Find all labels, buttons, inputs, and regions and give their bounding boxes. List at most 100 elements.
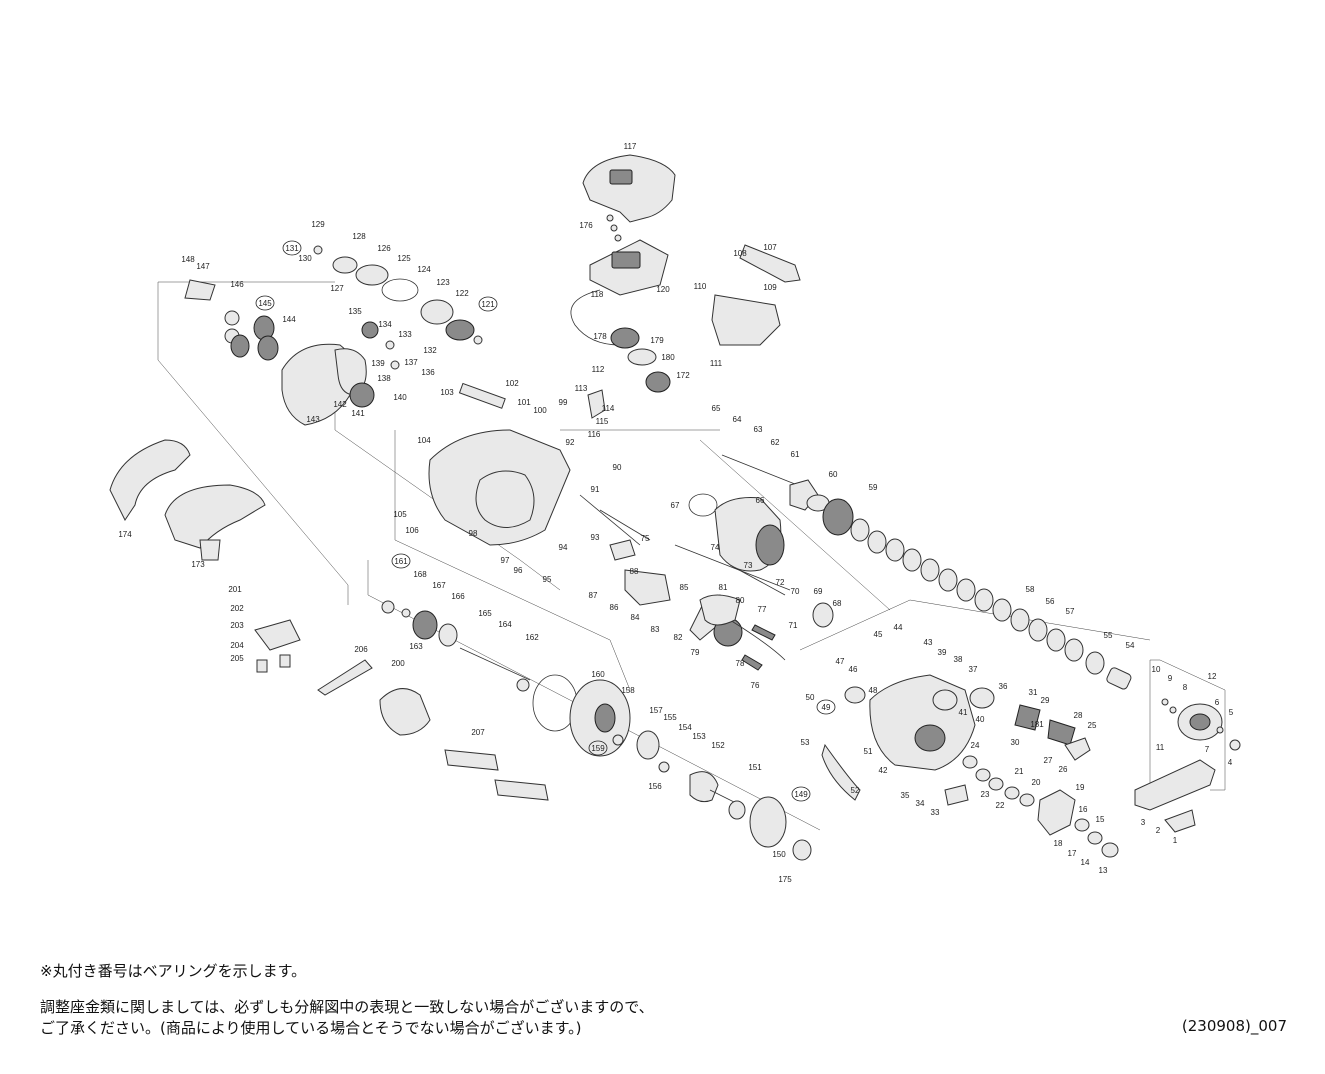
bearing-circle-49	[816, 699, 836, 715]
part-label-85: 85	[680, 583, 689, 592]
part-label-87: 87	[589, 591, 598, 600]
part-label-47: 47	[836, 657, 845, 666]
part-label-176: 176	[579, 221, 593, 230]
washer-stack	[850, 518, 1132, 690]
part-label-21: 21	[1015, 767, 1024, 776]
part-label-151: 151	[748, 763, 762, 772]
part-label-67: 67	[671, 501, 680, 510]
part-label-74: 74	[711, 543, 720, 552]
left-side-plate-assembly	[184, 245, 483, 426]
bearing-circle-161	[391, 553, 411, 569]
handle-assembly	[1134, 698, 1241, 833]
part-label-78: 78	[736, 659, 745, 668]
part-label-98: 98	[469, 529, 478, 538]
part-label-61: 61	[791, 450, 800, 459]
part-label-17: 17	[1068, 849, 1077, 858]
part-label-91: 91	[591, 485, 600, 494]
part-label-138: 138	[377, 374, 391, 383]
part-label-49: 49	[822, 703, 831, 712]
part-label-1: 1	[1173, 836, 1178, 845]
part-label-100: 100	[533, 406, 547, 415]
part-label-24: 24	[971, 741, 980, 750]
part-label-146: 146	[230, 280, 244, 289]
part-label-150: 150	[772, 850, 786, 859]
part-label-43: 43	[924, 638, 933, 647]
part-label-27: 27	[1044, 756, 1053, 765]
part-label-101: 101	[517, 398, 531, 407]
part-label-31: 31	[1029, 688, 1038, 697]
right-gearbox-assembly	[821, 674, 1119, 858]
part-label-158: 158	[621, 686, 635, 695]
part-label-105: 105	[393, 510, 407, 519]
part-label-3: 3	[1141, 818, 1146, 827]
bearing-circle-121	[478, 296, 498, 312]
part-label-54: 54	[1126, 641, 1135, 650]
part-label-71: 71	[789, 621, 798, 630]
part-label-207: 207	[471, 728, 485, 737]
part-label-86: 86	[610, 603, 619, 612]
spool-assembly	[381, 600, 812, 861]
part-label-125: 125	[397, 254, 411, 263]
part-label-180: 180	[661, 353, 675, 362]
part-label-5: 5	[1229, 708, 1234, 717]
part-label-110: 110	[694, 282, 707, 291]
part-label-201: 201	[228, 585, 242, 594]
part-label-60: 60	[829, 470, 838, 479]
part-label-55: 55	[1104, 631, 1113, 640]
part-label-6: 6	[1215, 698, 1220, 707]
part-label-26: 26	[1059, 765, 1068, 774]
part-label-9: 9	[1168, 674, 1173, 683]
part-label-8: 8	[1183, 683, 1188, 692]
part-label-144: 144	[282, 315, 296, 324]
part-label-75: 75	[641, 534, 650, 543]
part-label-4: 4	[1228, 758, 1233, 767]
part-label-88: 88	[630, 567, 639, 576]
part-label-113: 113	[575, 384, 588, 393]
part-label-50: 50	[806, 693, 815, 702]
part-label-123: 123	[436, 278, 450, 287]
part-label-179: 179	[650, 336, 664, 345]
part-label-19: 19	[1076, 783, 1085, 792]
part-label-154: 154	[678, 723, 692, 732]
bearing-circle-131	[282, 240, 302, 256]
part-label-99: 99	[559, 398, 568, 407]
part-label-157: 157	[649, 706, 663, 715]
part-label-52: 52	[851, 786, 860, 795]
main-frame-assembly	[428, 382, 786, 671]
bearing-circle-159	[588, 740, 608, 756]
part-label-112: 112	[592, 365, 605, 374]
part-label-134: 134	[378, 320, 392, 329]
part-label-38: 38	[954, 655, 963, 664]
part-label-206: 206	[354, 645, 368, 654]
part-label-145: 145	[258, 299, 272, 308]
part-label-103: 103	[440, 388, 454, 397]
part-label-59: 59	[869, 483, 878, 492]
bracket-107-assembly	[711, 244, 801, 346]
bearing-circle-149	[791, 786, 811, 802]
part-label-148: 148	[181, 255, 195, 264]
part-label-121: 121	[481, 300, 495, 309]
part-label-128: 128	[352, 232, 366, 241]
part-label-117: 117	[624, 142, 637, 151]
part-label-93: 93	[591, 533, 600, 542]
part-label-44: 44	[894, 623, 903, 632]
part-label-204: 204	[230, 641, 244, 650]
part-label-142: 142	[333, 400, 347, 409]
part-label-45: 45	[874, 630, 883, 639]
part-label-58: 58	[1026, 585, 1035, 594]
part-label-80: 80	[736, 596, 745, 605]
part-label-106: 106	[405, 526, 419, 535]
part-label-12: 12	[1208, 672, 1217, 681]
part-label-77: 77	[758, 605, 767, 614]
part-label-41: 41	[959, 708, 968, 717]
part-label-122: 122	[455, 289, 469, 298]
disclaimer-line-2: ご了承ください。(商品により使用している場合とそうでない場合がございます。)	[40, 1019, 582, 1037]
part-label-102: 102	[505, 379, 519, 388]
part-label-160: 160	[591, 670, 605, 679]
part-label-34: 34	[916, 799, 925, 808]
part-label-33: 33	[931, 808, 940, 817]
part-label-11: 11	[1156, 743, 1165, 752]
part-label-174: 174	[118, 530, 132, 539]
part-label-10: 10	[1152, 665, 1161, 674]
part-label-96: 96	[514, 566, 523, 575]
